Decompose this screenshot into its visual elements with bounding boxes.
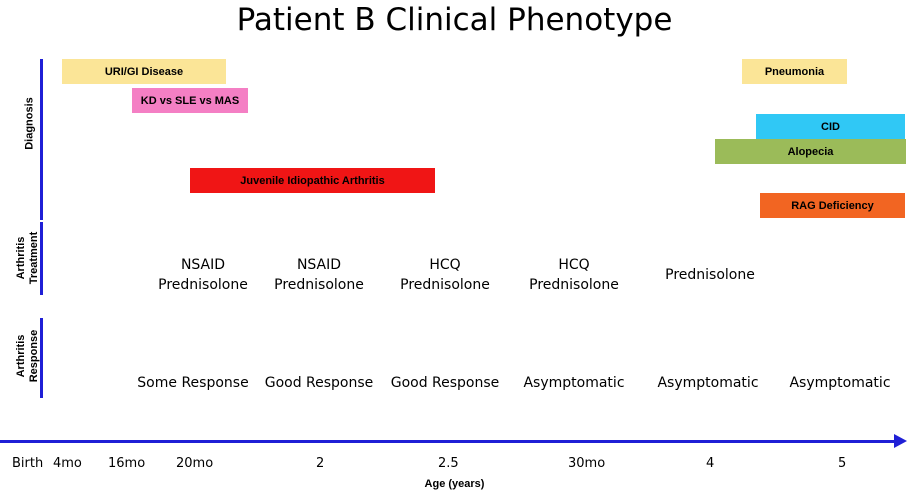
- diagnosis-bar-label: Juvenile Idiopathic Arthritis: [240, 174, 385, 187]
- response-cell: Asymptomatic: [523, 375, 625, 391]
- diagnosis-bar-label: RAG Deficiency: [791, 199, 874, 212]
- treatment-cell: Prednisolone: [665, 267, 755, 283]
- axis-title: Age (years): [424, 478, 485, 490]
- diagnosis-bar-label: KD vs SLE vs MAS: [140, 94, 240, 107]
- diagnosis-bar-label: URI/GI Disease: [104, 65, 184, 78]
- diagnosis-bar-pneumonia: Pneumonia: [742, 59, 847, 84]
- axis-tick: 5: [838, 456, 847, 471]
- diagnosis-bar-label: Alopecia: [787, 145, 834, 158]
- diagnosis-bar-jia: Juvenile Idiopathic Arthritis: [190, 168, 435, 193]
- diagnosis-bar-uri-gi: URI/GI Disease: [62, 59, 226, 84]
- diagnosis-bar-alopecia: Alopecia: [715, 139, 906, 164]
- diagnosis-section-bar: [40, 59, 43, 220]
- response-cell: Asymptomatic: [657, 375, 759, 391]
- axis-tick: 16mo: [108, 456, 146, 471]
- response-section-bar: [40, 318, 43, 398]
- diagnosis-bar-rag-deficiency: RAG Deficiency: [760, 193, 905, 218]
- axis-tick: Birth: [12, 456, 44, 471]
- axis-tick: 4mo: [53, 456, 82, 471]
- response-cell: Good Response: [264, 375, 374, 391]
- page-title: Patient B Clinical Phenotype: [236, 2, 673, 38]
- axis-tick: 4: [706, 456, 715, 471]
- diagnosis-bar-label: Pneumonia: [764, 65, 825, 78]
- response-cell: Good Response: [390, 375, 500, 391]
- arthritis-response-label: Arthritis Response: [15, 329, 40, 383]
- response-cell: Some Response: [137, 375, 249, 391]
- diagnosis-bar-label: CID: [821, 120, 840, 133]
- arthritis-treatment-label: Arthritis Treatment: [15, 231, 40, 285]
- axis-tick: 30mo: [568, 456, 606, 471]
- response-cell: Asymptomatic: [789, 375, 891, 391]
- axis-tick: 2: [316, 456, 325, 471]
- diagnosis-bar-kd-sle-mas: KD vs SLE vs MAS: [132, 88, 248, 113]
- axis-tick: 2.5: [438, 456, 459, 471]
- treatment-section-bar: [40, 222, 43, 295]
- diagnosis-bar-cid: CID: [756, 114, 905, 139]
- age-axis-line: [0, 440, 898, 443]
- age-axis-arrow-icon: [894, 434, 907, 448]
- axis-tick: 20mo: [176, 456, 214, 471]
- diagnosis-label: Diagnosis: [23, 97, 36, 150]
